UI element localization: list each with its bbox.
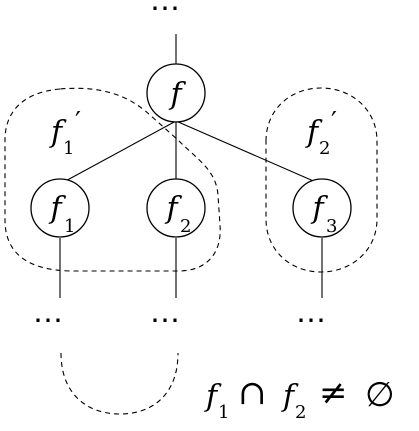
group-label-1: f 1 ′: [49, 107, 81, 159]
empty-set-symbol: ∅: [365, 375, 395, 415]
group-1-prime: ′: [75, 107, 81, 137]
relation-b-sub: 2: [295, 402, 306, 423]
bottom-ellipsis-3: ⋯: [296, 303, 329, 338]
intersection-relation: f 1 ∩ f 2 ≠ ∅: [204, 373, 395, 423]
shared-descendant-arc: [60, 352, 179, 415]
bottom-ellipsis-2: ⋯: [150, 303, 183, 338]
group-label-2: f 2 ′: [305, 107, 337, 159]
edge-root-child1: [59, 120, 177, 185]
root-node: f: [146, 63, 206, 123]
group-2-prime: ′: [331, 107, 337, 137]
edge-root-child3: [175, 120, 319, 184]
group-2-sub: 2: [319, 138, 330, 159]
top-ellipsis: ⋯: [150, 0, 183, 26]
bottom-ellipsis-1: ⋯: [33, 303, 66, 338]
intersection-symbol: ∩: [238, 373, 267, 413]
relation-a-sub: 1: [218, 402, 229, 423]
child-node-2: f 2: [146, 178, 206, 238]
child-1-sub: 1: [64, 216, 75, 237]
child-3-sub: 3: [326, 216, 337, 237]
child-node-3: f 3: [292, 178, 352, 238]
group-f1-prime-boundary: [4, 87, 221, 272]
child-2-sub: 2: [180, 216, 191, 237]
not-equal-symbol: ≠: [319, 373, 348, 413]
group-1-sub: 1: [63, 138, 74, 159]
child-node-1: f 1: [30, 178, 90, 238]
